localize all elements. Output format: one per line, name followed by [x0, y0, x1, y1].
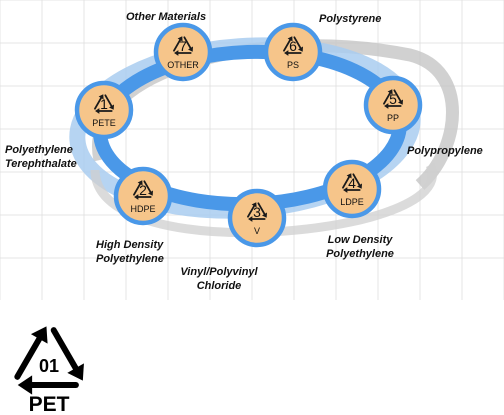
code-circle	[153, 22, 213, 82]
code-abbr: V	[254, 226, 260, 236]
code-number: 6	[289, 38, 297, 54]
code-circle	[113, 166, 173, 226]
material-label-7: Other Materials	[126, 10, 206, 24]
badge-abbr: PET	[29, 393, 70, 415]
material-label-line: Polyethylene	[96, 253, 164, 265]
material-label-line: Low Density	[327, 234, 393, 246]
material-label-line: Polystyrene	[319, 13, 382, 25]
code-abbr: PP	[387, 113, 399, 123]
recycle-arrows-icon	[173, 36, 193, 56]
recycling-triangle-icon	[14, 326, 84, 395]
material-label-line: Polyethylene	[5, 144, 73, 156]
recycle-arrows-icon	[342, 173, 362, 193]
material-label-line: Terephthalate	[5, 158, 77, 170]
material-label-line: Polypropylene	[407, 145, 483, 157]
code-number: 2	[139, 182, 147, 198]
material-label-line: High Density	[96, 239, 164, 251]
code-number: 3	[253, 204, 261, 220]
material-label-6: Polystyrene	[319, 12, 381, 26]
code-node-6: 6PS	[263, 22, 323, 82]
material-label-line: Polyethylene	[326, 248, 394, 260]
code-circle	[74, 80, 134, 140]
code-abbr: LDPE	[340, 197, 364, 207]
material-label-5: Polypropylene	[407, 144, 483, 158]
badge-number: 01	[39, 356, 59, 376]
code-abbr: HDPE	[130, 204, 155, 214]
code-number: 7	[179, 38, 187, 54]
code-number: 4	[348, 175, 356, 191]
recycle-arrows-icon	[283, 36, 303, 56]
material-label-line: Vinyl/Polyvinyl	[180, 266, 258, 278]
code-abbr: PS	[287, 60, 299, 70]
code-circle	[227, 188, 287, 248]
recycle-arrows-icon	[383, 89, 403, 109]
code-node-5: 5PP	[363, 75, 423, 135]
recycle-arrows-icon	[133, 180, 153, 200]
code-circle	[263, 22, 323, 82]
code-number: 5	[389, 91, 397, 107]
recycle-arrows-icon	[247, 202, 267, 222]
code-abbr: OTHER	[167, 60, 199, 70]
recycle-arrows-icon	[94, 94, 114, 114]
code-number: 1	[100, 96, 108, 112]
code-node-3: 3V	[227, 188, 287, 248]
code-circle	[322, 159, 382, 219]
material-label-line: Other Materials	[126, 11, 207, 23]
material-label-line: Chloride	[196, 280, 242, 292]
pet-recycling-badge: 01 PET	[14, 326, 84, 415]
code-abbr: PETE	[92, 118, 116, 128]
code-circle	[363, 75, 423, 135]
